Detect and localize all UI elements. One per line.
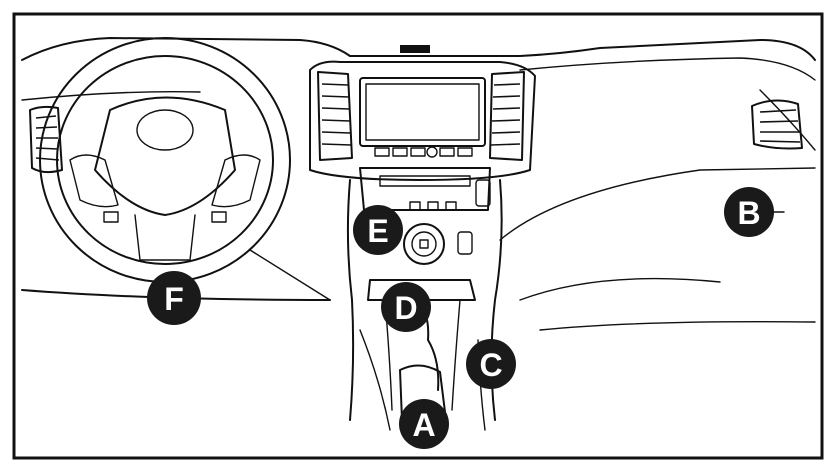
callout-b: B bbox=[724, 187, 785, 237]
steering-wheel bbox=[39, 37, 291, 283]
center-console bbox=[309, 60, 536, 265]
left-air-vent bbox=[29, 105, 63, 174]
callout-a: A bbox=[399, 399, 449, 449]
callout-c: C bbox=[466, 339, 516, 389]
callout-d: D bbox=[381, 282, 431, 332]
callout-e: E bbox=[353, 205, 403, 255]
diagram-frame bbox=[12, 12, 824, 460]
callout-f: F bbox=[147, 271, 201, 325]
callout-f-label: F bbox=[164, 281, 184, 317]
callout-d-label: D bbox=[394, 290, 417, 326]
callout-c-label: C bbox=[479, 347, 502, 383]
callout-a-label: A bbox=[412, 407, 435, 443]
callout-e-label: E bbox=[367, 213, 388, 249]
right-air-vent bbox=[751, 99, 803, 150]
callout-b-label: B bbox=[737, 195, 760, 231]
